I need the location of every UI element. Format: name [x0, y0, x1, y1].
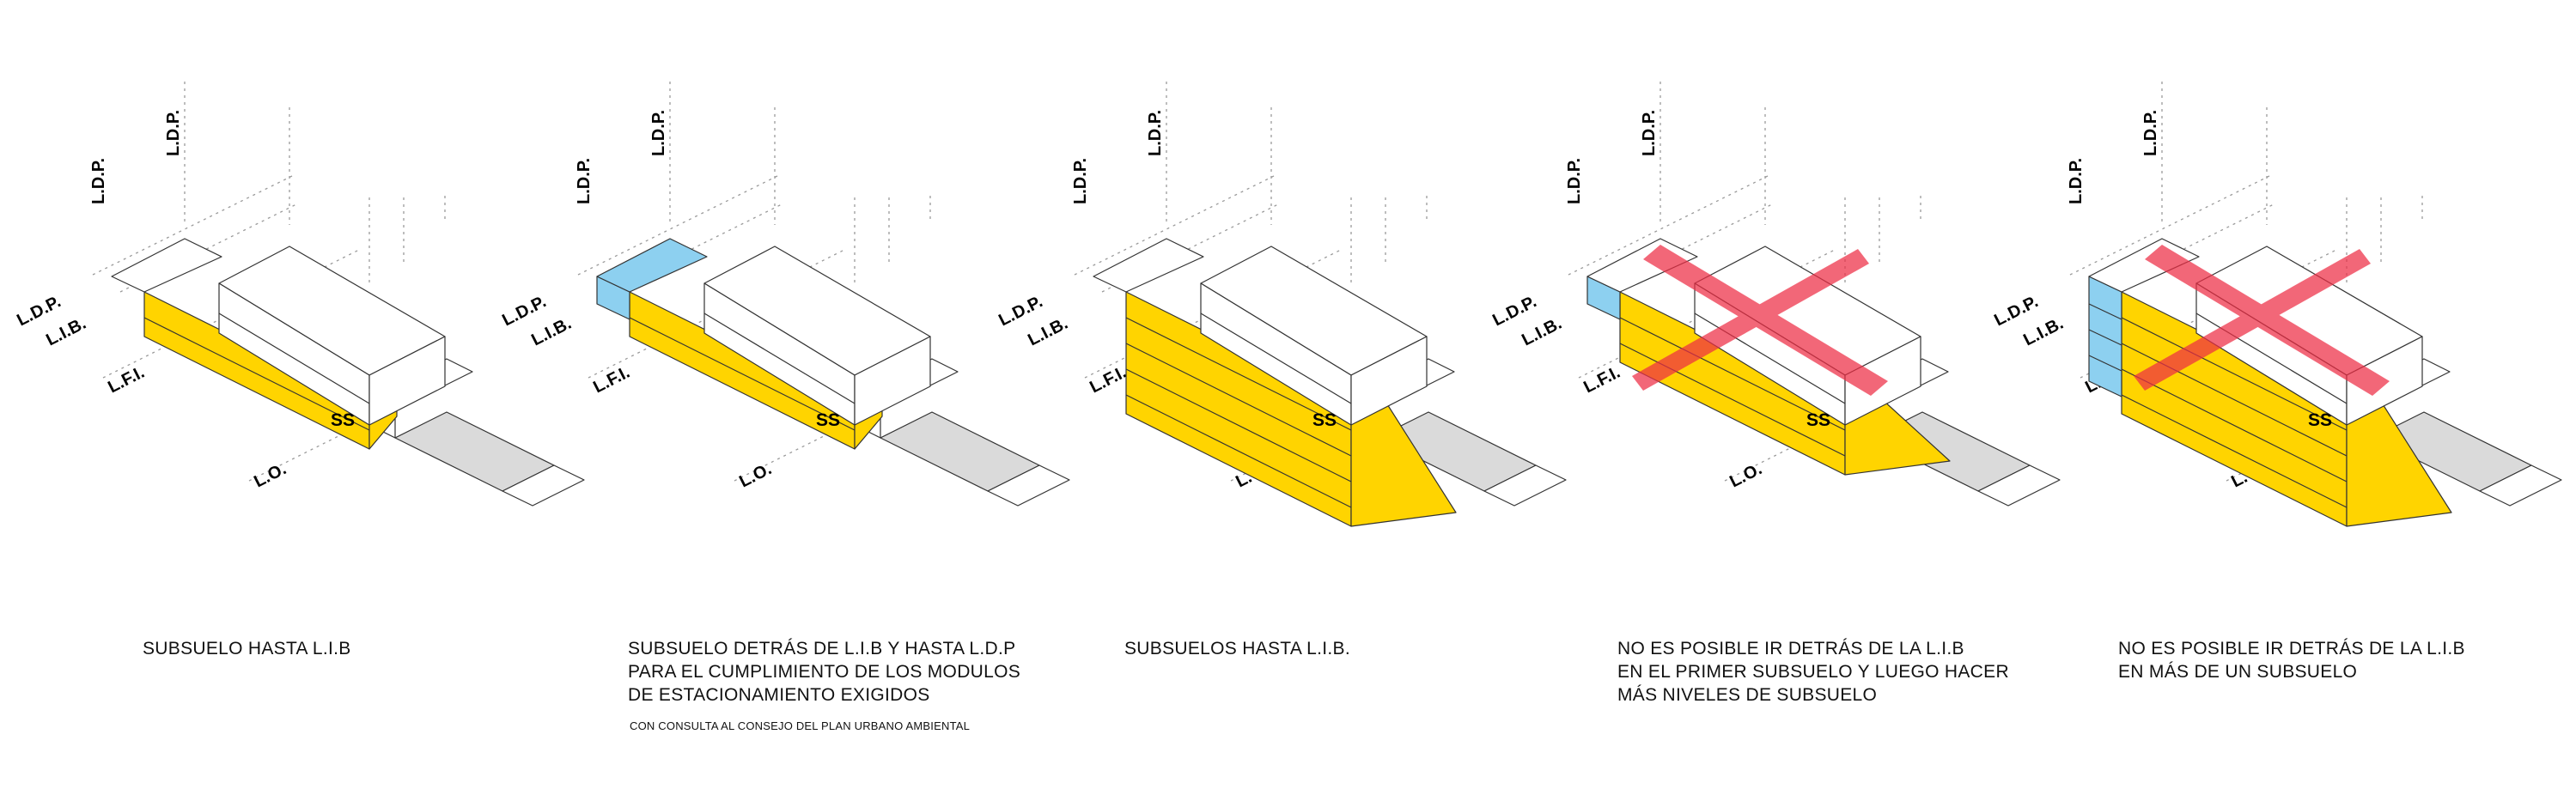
guide-line — [2097, 203, 2275, 293]
street-strip — [2479, 464, 2562, 507]
tower-side-face — [368, 336, 446, 426]
label-lib: L.I.B. — [1025, 314, 1071, 350]
guide-line — [119, 203, 297, 293]
guide-line — [92, 175, 293, 276]
ss-label: SS — [816, 410, 840, 430]
label-lib: L.I.B. — [2020, 314, 2067, 350]
not-allowed-cross — [1632, 245, 1888, 396]
label-ldp: L.D.P. — [996, 292, 1045, 330]
ss-label: SS — [331, 410, 355, 430]
street-strip — [1977, 464, 2061, 507]
caption-panel-5: NO ES POSIBLE IR DETRÁS DE LA L.I.B EN M… — [2118, 639, 2465, 682]
basement-level-line — [1125, 368, 1352, 482]
tower-side-face — [1350, 336, 1428, 426]
street-strip — [502, 464, 585, 507]
diagram-panel-4: L.D.P.L.D.P.L.D.P.L.I.B.L.F.I.L.O.SS — [1489, 82, 2061, 507]
ss-label: SS — [1806, 410, 1830, 430]
basement-level-line — [143, 317, 370, 431]
guide-line — [2069, 175, 2270, 276]
label-lib: L.I.B. — [43, 314, 89, 350]
label-ldp-left: L.D.P. — [1071, 158, 1090, 204]
diagram-panel-3: L.D.P.L.D.P.L.D.P.L.I.B.L.F.I.L.O.SS — [996, 82, 1567, 527]
label-lfi: L.F.I. — [1087, 363, 1130, 397]
blue-level-line — [2088, 303, 2122, 320]
cross-bar-ascending — [2134, 249, 2371, 391]
guide-line — [1074, 175, 1275, 276]
label-ldp-left: L.D.P. — [89, 158, 108, 204]
blue-level-line — [2088, 329, 2122, 346]
tower-floor-line — [218, 313, 370, 404]
diagram-panel-1: L.D.P.L.D.P.L.D.P.L.I.B.L.F.I.L.O.SS — [14, 82, 585, 507]
basement-level-line — [1125, 394, 1352, 508]
guide-line — [605, 203, 783, 293]
label-lfi: L.F.I. — [1580, 363, 1623, 397]
label-ldp-top: L.D.P. — [649, 110, 668, 156]
guide-line — [734, 403, 890, 482]
basement-level-line — [2121, 394, 2348, 508]
basement-level-line — [1619, 317, 1846, 431]
ss-label: SS — [2308, 410, 2332, 430]
diagram-panel-5: L.D.P.L.D.P.L.D.P.L.I.B.L.F.I.L.O.SS — [1991, 82, 2562, 527]
rear-volume-top — [111, 238, 222, 293]
label-lo: L.O. — [251, 459, 289, 491]
label-ldp-top: L.D.P. — [164, 110, 183, 156]
cross-bar-ascending — [1632, 249, 1869, 391]
rear-volume-top — [596, 238, 708, 293]
label-ldp: L.D.P. — [1991, 292, 2041, 330]
diagram-panel-2: L.D.P.L.D.P.L.D.P.L.I.B.L.F.I.L.O.SS — [499, 82, 1070, 507]
guide-line — [577, 175, 778, 276]
caption-panel-3: SUBSUELOS HASTA L.I.B. — [1124, 639, 1350, 658]
label-ldp-top: L.D.P. — [2141, 110, 2160, 156]
guide-line — [1724, 403, 1880, 482]
rear-volume-top — [1093, 238, 1204, 293]
caption-panel-4: NO ES POSIBLE IR DETRÁS DE LA L.I.B EN E… — [1617, 639, 2009, 705]
basement-level-line — [629, 317, 856, 431]
caption-panel-2: SUBSUELO DETRÁS DE L.I.B Y HASTA L.D.P P… — [628, 639, 1021, 705]
label-ldp-left: L.D.P. — [575, 158, 594, 204]
basement-level-line — [2121, 317, 2348, 431]
blue-extension-front — [2088, 276, 2122, 397]
label-ldp: L.D.P. — [14, 292, 64, 330]
street-strip — [1483, 464, 1567, 507]
label-lo: L.O. — [1726, 459, 1765, 491]
basement-level-line — [1125, 343, 1352, 457]
tower-floor-line — [703, 313, 856, 404]
ss-label: SS — [1312, 410, 1337, 430]
guide-line — [1101, 203, 1279, 293]
label-lo: L.O. — [736, 459, 775, 491]
caption-panel-1: SUBSUELO HASTA L.I.B — [143, 639, 351, 658]
label-lib: L.I.B. — [528, 314, 575, 350]
not-allowed-cross — [2134, 245, 2390, 396]
label-ldp-left: L.D.P. — [2067, 158, 2086, 204]
note-panel-2: CON CONSULTA AL CONSEJO DEL PLAN URBANO … — [630, 719, 971, 732]
label-lfi: L.F.I. — [590, 363, 633, 397]
basement-level-line — [1125, 317, 1352, 431]
guide-line — [248, 403, 405, 482]
tower-side-face — [854, 336, 931, 426]
label-ldp-left: L.D.P. — [1565, 158, 1584, 204]
label-lib: L.I.B. — [1519, 314, 1565, 350]
label-ldp-top: L.D.P. — [1640, 110, 1659, 156]
label-lfi: L.F.I. — [105, 363, 148, 397]
label-ldp: L.D.P. — [499, 292, 549, 330]
street-strip — [987, 464, 1070, 507]
label-ldp: L.D.P. — [1489, 292, 1539, 330]
label-ldp-top: L.D.P. — [1146, 110, 1165, 156]
basement-level-line — [2121, 368, 2348, 482]
guide-line — [1568, 175, 1769, 276]
blue-level-line — [2088, 355, 2122, 372]
tower-floor-line — [1200, 313, 1352, 404]
guide-line — [1595, 203, 1773, 293]
